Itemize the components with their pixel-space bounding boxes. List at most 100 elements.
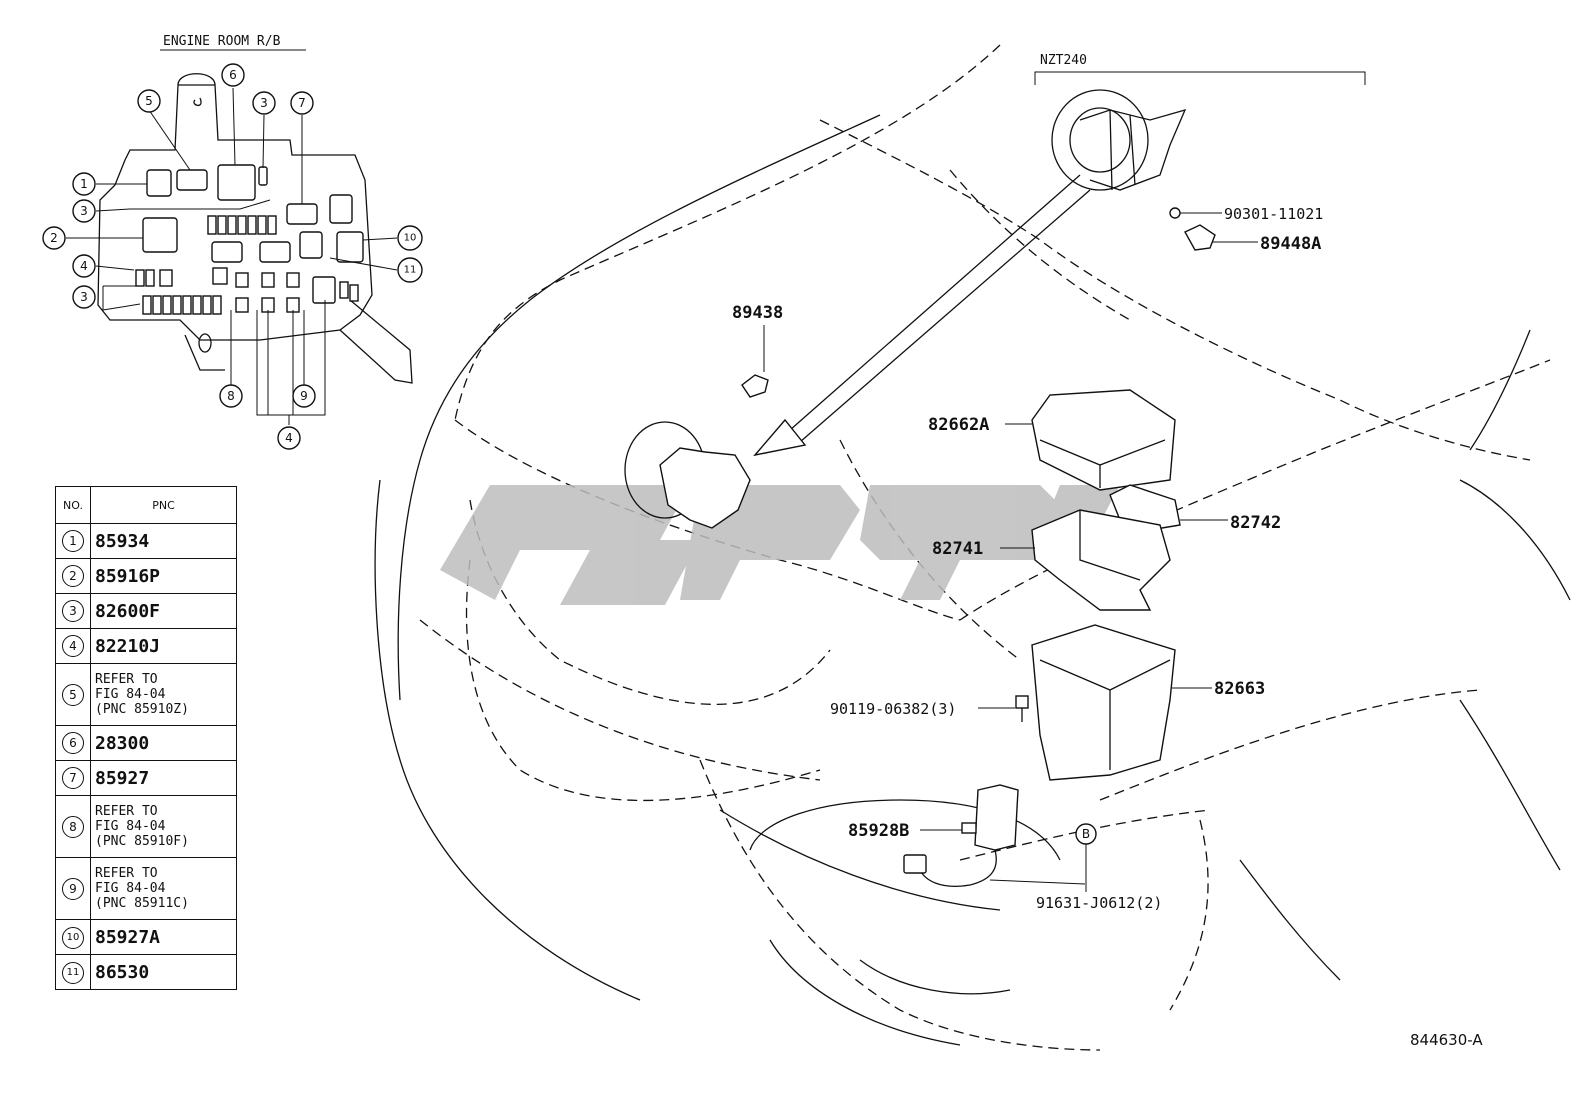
row-number-circle: 8	[62, 815, 84, 838]
row-number: 7	[55, 760, 91, 796]
row-pnc: 85916P	[90, 558, 237, 594]
callout-3c: 3	[252, 91, 276, 115]
header-pnc: PNC	[90, 486, 237, 524]
svg-text:3: 3	[80, 204, 88, 218]
row-number-circle: 5	[62, 683, 84, 706]
label-91631: 91631-J0612(2)	[1036, 894, 1162, 912]
svg-text:4: 4	[80, 259, 88, 273]
callout-5: 5	[137, 89, 161, 113]
svg-text:11: 11	[404, 265, 417, 276]
label-82662a: 82662A	[928, 415, 989, 435]
svg-text:3: 3	[80, 290, 88, 304]
rb-title: ENGINE ROOM R/B	[163, 34, 281, 49]
long-arrow	[789, 174, 1091, 443]
variant-label: NZT240	[1040, 53, 1087, 68]
svg-text:8: 8	[227, 389, 235, 403]
row-number: 6	[55, 725, 91, 761]
row-number: 11	[55, 954, 91, 990]
table-row: 1 85934	[55, 523, 237, 559]
table-row: 4 82210J	[55, 628, 237, 664]
row-number-circle: 9	[62, 877, 84, 900]
sensor-89448a	[1184, 224, 1216, 251]
callout-11: 11	[397, 257, 423, 283]
row-number-circle: 4	[62, 635, 84, 657]
nut-90301	[1169, 207, 1181, 219]
svg-text:7: 7	[298, 96, 306, 110]
row-pnc: 85927	[90, 760, 237, 796]
label-82663: 82663	[1214, 679, 1265, 699]
fuse-row-lower	[142, 295, 222, 315]
svg-text:10: 10	[404, 233, 417, 244]
callout-4b: 4	[277, 426, 301, 450]
row-number-circle: 6	[62, 732, 84, 754]
row-number: 3	[55, 593, 91, 629]
relay-box-cover-82662a	[1031, 389, 1176, 491]
svg-text:6: 6	[229, 68, 237, 82]
label-85928b: 85928B	[848, 821, 909, 841]
svg-text:4: 4	[285, 431, 293, 445]
header-no: NO.	[55, 486, 91, 524]
filler-cap	[624, 421, 751, 529]
engine-room-rb-schematic: ENGINE ROOM R/B	[42, 34, 423, 450]
label-82741: 82741	[932, 539, 983, 559]
relay-block-82741	[1031, 509, 1171, 611]
refer-line: (PNC 85911C)	[95, 896, 189, 911]
table-row: 7 85927	[55, 760, 237, 796]
callout-8: 8	[219, 384, 243, 408]
figure-code: 844630-A	[1410, 1031, 1483, 1049]
relay-box-lower-82663	[1031, 624, 1176, 781]
label-89438: 89438	[732, 303, 783, 323]
row-number: 10	[55, 919, 91, 955]
arrow-head	[753, 418, 807, 457]
callout-4a: 4	[72, 254, 96, 278]
label-90301: 90301-11021	[1224, 205, 1323, 223]
refer-line: REFER TO	[95, 866, 158, 881]
svg-text:5: 5	[145, 94, 153, 108]
callout-3b: 3	[72, 285, 96, 309]
callout-6: 6	[221, 63, 245, 87]
callout-b: B	[1075, 823, 1097, 845]
refer-line: FIG 84-04	[95, 819, 166, 834]
refer-line: (PNC 85910F)	[95, 834, 189, 849]
svg-text:B: B	[1082, 827, 1090, 841]
row-number: 5	[55, 663, 91, 726]
row-number-circle: 2	[62, 565, 84, 587]
refer-line: REFER TO	[95, 804, 158, 819]
row-pnc: 85927A	[90, 919, 237, 955]
svg-text:3: 3	[260, 96, 268, 110]
callout-10: 10	[397, 225, 423, 251]
row-number: 9	[55, 857, 91, 920]
refer-line: (PNC 85910Z)	[95, 702, 189, 717]
horn-assembly	[1051, 89, 1187, 191]
label-90119: 90119-06382(3)	[830, 700, 956, 718]
callout-1: 1	[72, 172, 96, 196]
row-pnc: 85934	[90, 523, 237, 559]
row-pnc: 82210J	[90, 628, 237, 664]
sensor-89438	[741, 374, 769, 398]
table-header: NO. PNC	[55, 486, 237, 524]
fuse-row-upper	[207, 215, 277, 235]
row-pnc: 82600F	[90, 593, 237, 629]
label-82742: 82742	[1230, 513, 1281, 533]
refer-line: REFER TO	[95, 672, 158, 687]
refer-line: FIG 84-04	[95, 687, 166, 702]
row-number-circle: 1	[62, 530, 84, 552]
callout-7: 7	[290, 91, 314, 115]
row-number-circle: 7	[62, 767, 84, 789]
variant-bracket: NZT240	[1034, 53, 1366, 85]
bolt-90119	[1015, 695, 1029, 722]
svg-text:9: 9	[300, 389, 308, 403]
callout-3a: 3	[72, 199, 96, 223]
row-number: 4	[55, 628, 91, 664]
